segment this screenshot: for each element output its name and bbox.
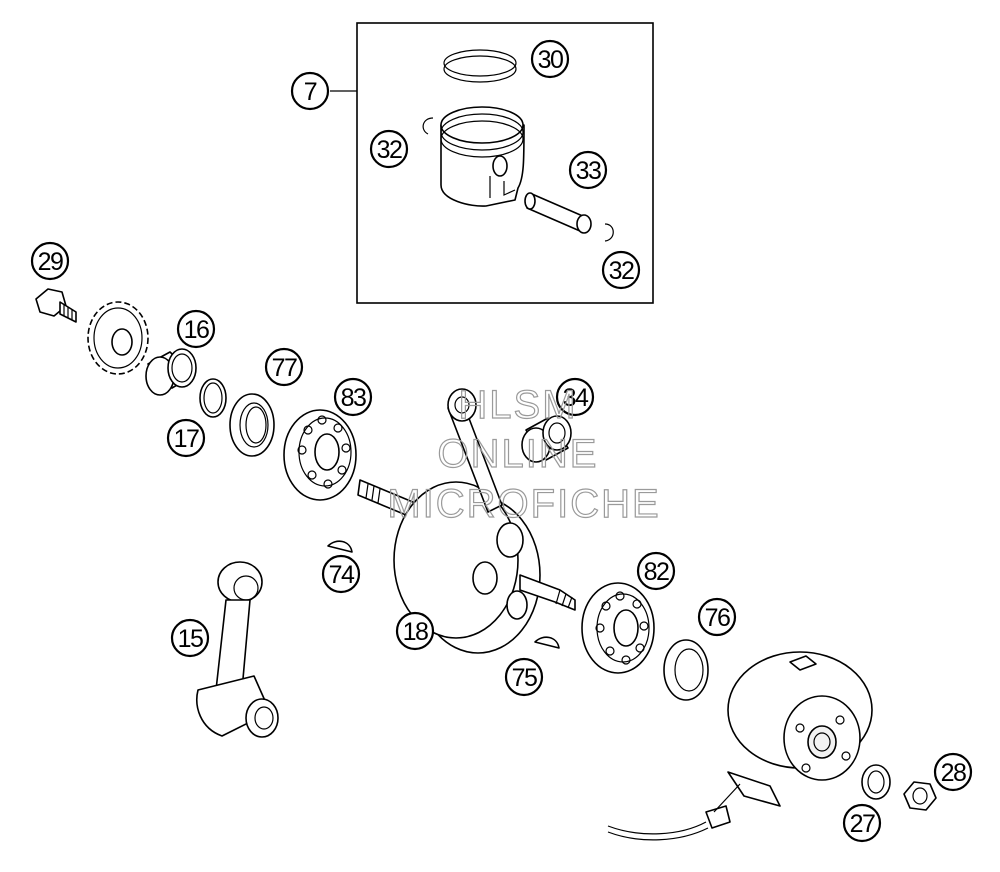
circlip-right <box>604 223 614 242</box>
crankshaft <box>357 479 576 654</box>
watermark-line-1: HLSM <box>458 383 577 427</box>
circlip-left <box>422 117 434 135</box>
flange-nut <box>903 781 937 811</box>
needle-bearing <box>521 415 572 463</box>
flange-bolt <box>35 288 77 323</box>
callout-7-label: 7 <box>304 78 317 106</box>
shim-ring <box>199 378 227 418</box>
connecting-rod <box>196 561 279 738</box>
callout-74-label: 74 <box>329 561 355 589</box>
primary-gear <box>87 301 149 375</box>
callout-29: 29 <box>30 241 70 281</box>
callout-32-top-label: 32 <box>377 136 402 164</box>
piston-ring <box>443 49 517 83</box>
callout-27: 27 <box>842 803 882 843</box>
callout-33-label: 33 <box>576 157 601 185</box>
watermark-line-3: MICROFICHE <box>387 482 660 526</box>
piston-pin <box>524 192 592 234</box>
callout-77: 77 <box>264 347 304 387</box>
callout-30: 30 <box>530 39 570 79</box>
callout-83: 83 <box>333 377 373 417</box>
callout-18-label: 18 <box>403 618 428 646</box>
ignition-rotor <box>607 651 873 841</box>
watermark: HLSM ONLINE MICROFICHE <box>387 382 660 526</box>
woodruff-key-right <box>534 636 560 649</box>
callout-76: 76 <box>697 597 737 637</box>
callout-83-label: 83 <box>341 384 366 412</box>
callout-17-label: 17 <box>174 425 199 453</box>
callout-27-label: 27 <box>850 810 875 838</box>
callout-74: 74 <box>321 554 361 594</box>
callout-17: 17 <box>166 418 206 458</box>
callout-28: 28 <box>933 752 973 792</box>
callout-15-label: 15 <box>178 625 203 653</box>
callout-32-bottom-label: 32 <box>609 257 634 285</box>
callout-7: 7 <box>290 71 330 111</box>
callout-34-label: 34 <box>563 384 589 412</box>
callout-32-top: 32 <box>369 129 409 169</box>
callout-29-label: 29 <box>38 248 63 276</box>
callout-76-label: 76 <box>705 604 730 632</box>
ball-bearing-left <box>283 409 357 501</box>
watermark-line-2: ONLINE <box>438 432 599 476</box>
piston <box>440 106 525 207</box>
spacer-sleeve <box>145 348 197 396</box>
callout-33: 33 <box>568 150 608 190</box>
callout-75: 75 <box>504 657 544 697</box>
callout-77-label: 77 <box>272 354 297 382</box>
callout-28-label: 28 <box>941 759 966 787</box>
connecting-rod-assembled <box>447 388 503 513</box>
shaft-seal-left <box>229 393 275 457</box>
callout-34: 34 <box>555 377 595 417</box>
callout-75-label: 75 <box>512 664 537 692</box>
callout-16: 16 <box>176 309 216 349</box>
shaft-seal-right <box>663 639 709 701</box>
woodruff-key-left <box>327 540 353 553</box>
callout-18: 18 <box>395 611 435 651</box>
callout-15: 15 <box>170 618 210 658</box>
callout-16-label: 16 <box>184 316 209 344</box>
callout-32-bottom: 32 <box>601 250 641 290</box>
callout-82-label: 82 <box>644 558 669 586</box>
callout-82: 82 <box>636 551 676 591</box>
piston-kit-frame <box>356 22 654 304</box>
callout-30-label: 30 <box>538 46 563 74</box>
washer <box>861 764 891 800</box>
ball-bearing-right <box>581 582 655 674</box>
